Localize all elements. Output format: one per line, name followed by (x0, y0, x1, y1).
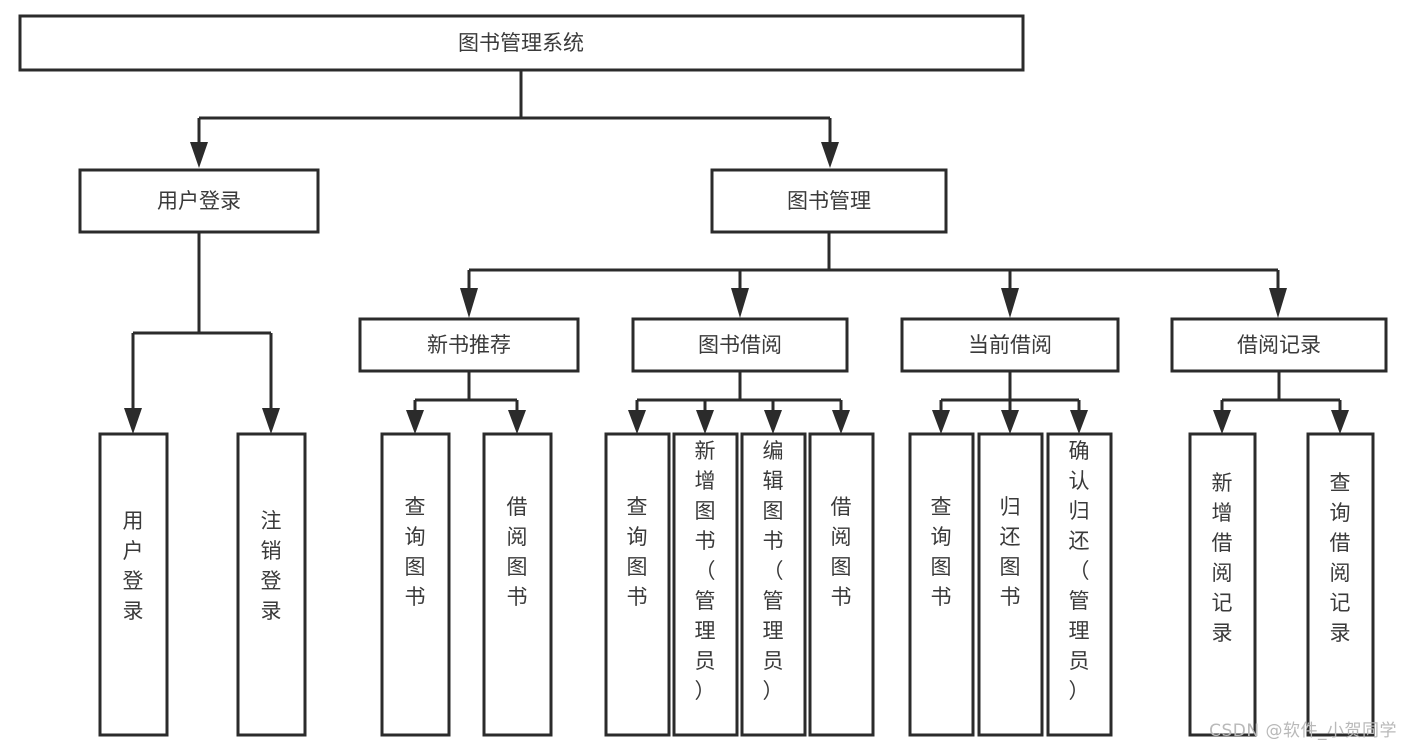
leaf-box[interactable] (604, 432, 671, 737)
leaf-label: 新增图书（管理员） (695, 439, 716, 703)
leaf-label: 编辑图书（管理员） (763, 439, 784, 703)
node-book-management-box[interactable] (710, 168, 948, 234)
leaf-current-borrow-0[interactable]: 查询图书 (908, 432, 975, 737)
leaf-borrow-record-0[interactable]: 新增借阅记录 (1188, 432, 1257, 737)
node-root-label: 图书管理系统 (458, 31, 584, 55)
leaf-book-borrow-2[interactable]: 编辑图书（管理员） (740, 432, 807, 737)
node-book-management-label: 图书管理 (787, 189, 871, 213)
leaf-box[interactable] (740, 432, 807, 737)
leaf-label: 查询图书 (627, 495, 648, 609)
node-book-management[interactable]: 图书管理 (710, 168, 948, 234)
leaf-label: 注销登录 (261, 509, 282, 623)
node-root[interactable]: 图书管理系统 (18, 14, 1025, 72)
connector-currentborrow-to-leaves (932, 371, 1088, 434)
leaf-new-book-1[interactable]: 借阅图书 (482, 432, 553, 737)
node-new-book-recommend-label: 新书推荐 (427, 333, 511, 357)
arrow-head-icon (932, 410, 950, 434)
arrow-head-icon (731, 288, 749, 318)
arrow-head-icon (1269, 288, 1287, 318)
node-book-borrow-box[interactable] (631, 317, 849, 373)
leaf-box[interactable] (98, 432, 169, 737)
leaf-book-borrow-3[interactable]: 借阅图书 (808, 432, 875, 737)
arrow-head-icon (1331, 410, 1349, 434)
arrow-head-icon (628, 410, 646, 434)
connector-bookmgmt-to-level3 (460, 232, 1287, 318)
leaf-label: 查询借阅记录 (1330, 471, 1351, 645)
leaf-book-borrow-0[interactable]: 查询图书 (604, 432, 671, 737)
leaf-label: 查询图书 (931, 495, 952, 609)
connector-borrowrecord-to-leaves (1213, 371, 1349, 434)
node-user-login[interactable]: 用户登录 (78, 168, 320, 234)
leaf-label: 归还图书 (1000, 495, 1021, 609)
leaf-box[interactable] (1188, 432, 1257, 737)
arrow-head-icon (406, 410, 424, 434)
leaf-new-book-0[interactable]: 查询图书 (380, 432, 451, 737)
arrow-head-icon (764, 410, 782, 434)
arrow-head-icon (1001, 288, 1019, 318)
connector-bookborrow-to-leaves (628, 371, 850, 434)
node-current-borrow-box[interactable] (900, 317, 1120, 373)
leaf-box[interactable] (236, 432, 307, 737)
node-book-borrow-label: 图书借阅 (698, 333, 782, 357)
leaf-user-login-0[interactable]: 用户登录 (98, 432, 169, 737)
node-user-login-label: 用户登录 (157, 189, 241, 213)
leaf-label: 借阅图书 (507, 495, 528, 609)
connector-userlogin-to-leaves (124, 232, 280, 434)
leaf-box[interactable] (808, 432, 875, 737)
arrow-head-icon (508, 410, 526, 434)
leaf-box[interactable] (908, 432, 975, 737)
leaf-label: 查询图书 (405, 495, 426, 609)
node-new-book-recommend[interactable]: 新书推荐 (358, 317, 580, 373)
leaf-label: 借阅图书 (831, 495, 852, 609)
connector-root-to-level2 (190, 70, 839, 168)
leaf-current-borrow-2[interactable]: 确认归还（管理员） (1046, 432, 1113, 737)
leaf-box[interactable] (672, 432, 739, 737)
leaf-user-login-1[interactable]: 注销登录 (236, 432, 307, 737)
leaf-label: 新增借阅记录 (1212, 471, 1233, 645)
arrow-head-icon (262, 408, 280, 434)
arrow-head-icon (1001, 410, 1019, 434)
leaf-label: 确认归还（管理员） (1069, 439, 1090, 703)
leaf-box[interactable] (1306, 432, 1375, 737)
leaf-box[interactable] (482, 432, 553, 737)
node-root-box[interactable] (18, 14, 1025, 72)
arrow-head-icon (1213, 410, 1231, 434)
arrow-head-icon (124, 408, 142, 434)
leaf-book-borrow-1[interactable]: 新增图书（管理员） (672, 432, 739, 737)
leaf-box[interactable] (977, 432, 1044, 737)
arrow-head-icon (696, 410, 714, 434)
connector-newbook-to-leaves (406, 371, 526, 434)
node-borrow-record-label: 借阅记录 (1237, 333, 1321, 357)
arrow-head-icon (460, 288, 478, 318)
arrow-head-icon (190, 142, 208, 168)
leaf-borrow-record-1[interactable]: 查询借阅记录 (1306, 432, 1375, 737)
arrow-head-icon (1070, 410, 1088, 434)
arrow-head-icon (821, 142, 839, 168)
arrow-head-icon (832, 410, 850, 434)
node-book-borrow[interactable]: 图书借阅 (631, 317, 849, 373)
node-current-borrow[interactable]: 当前借阅 (900, 317, 1120, 373)
leaf-current-borrow-1[interactable]: 归还图书 (977, 432, 1044, 737)
node-new-book-recommend-box[interactable] (358, 317, 580, 373)
leaf-box[interactable] (1046, 432, 1113, 737)
leaf-box[interactable] (380, 432, 451, 737)
csdn-watermark: CSDN @软件_小贺同学 (1209, 721, 1397, 741)
node-current-borrow-label: 当前借阅 (968, 333, 1052, 357)
node-borrow-record-box[interactable] (1170, 317, 1388, 373)
leaf-label: 用户登录 (123, 509, 144, 623)
node-borrow-record[interactable]: 借阅记录 (1170, 317, 1388, 373)
